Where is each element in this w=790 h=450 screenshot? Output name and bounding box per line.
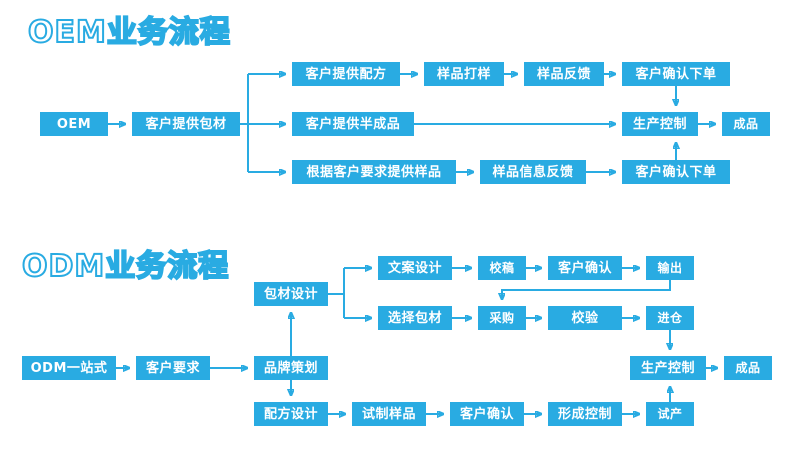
node-odm-select-packaging[interactable]: 选择包材: [378, 306, 452, 330]
node-oem-confirm-order-bottom[interactable]: 客户确认下单: [622, 160, 730, 184]
node-odm-inspection[interactable]: 校验: [548, 306, 622, 330]
node-odm-packaging-design[interactable]: 包材设计: [254, 282, 328, 306]
node-odm-trial-production[interactable]: 试产: [646, 402, 694, 426]
node-odm-copy-design[interactable]: 文案设计: [378, 256, 452, 280]
oem-section-title: OEM业务流程: [27, 15, 231, 50]
node-oem-formula[interactable]: 客户提供配方: [292, 62, 400, 86]
node-odm-customer-confirm-bottom[interactable]: 客户确认: [450, 402, 524, 426]
node-odm-production-control[interactable]: 生产控制: [630, 356, 706, 380]
node-odm-start[interactable]: ODM一站式: [22, 356, 116, 380]
node-oem-semi-finished[interactable]: 客户提供半成品: [292, 112, 414, 136]
odm-section-title: ODM业务流程: [21, 249, 230, 284]
node-oem-finished[interactable]: 成品: [722, 112, 770, 136]
node-oem-sample-proof[interactable]: 样品打样: [424, 62, 504, 86]
node-oem-sample-on-request[interactable]: 根据客户要求提供样品: [292, 160, 456, 184]
node-odm-brand-planning[interactable]: 品牌策划: [254, 356, 328, 380]
node-oem-confirm-order-top[interactable]: 客户确认下单: [622, 62, 730, 86]
node-oem-packaging[interactable]: 客户提供包材: [132, 112, 240, 136]
node-odm-trial-sample[interactable]: 试制样品: [352, 402, 426, 426]
node-odm-proofreading[interactable]: 校稿: [478, 256, 526, 280]
link-odm-output-to-purchase: [502, 280, 671, 299]
node-oem-production-control[interactable]: 生产控制: [622, 112, 698, 136]
node-odm-customer-confirm-top[interactable]: 客户确认: [548, 256, 622, 280]
node-odm-customer-request[interactable]: 客户要求: [136, 356, 210, 380]
node-oem-sample-info-feedback[interactable]: 样品信息反馈: [480, 160, 586, 184]
node-odm-form-control[interactable]: 形成控制: [548, 402, 622, 426]
node-oem-start[interactable]: OEM: [40, 112, 108, 136]
node-odm-output[interactable]: 输出: [646, 256, 694, 280]
node-odm-formula-design[interactable]: 配方设计: [254, 402, 328, 426]
node-odm-warehouse[interactable]: 进仓: [646, 306, 694, 330]
node-oem-sample-feedback[interactable]: 样品反馈: [524, 62, 604, 86]
node-odm-purchase[interactable]: 采购: [478, 306, 526, 330]
node-odm-finished[interactable]: 成品: [724, 356, 772, 380]
